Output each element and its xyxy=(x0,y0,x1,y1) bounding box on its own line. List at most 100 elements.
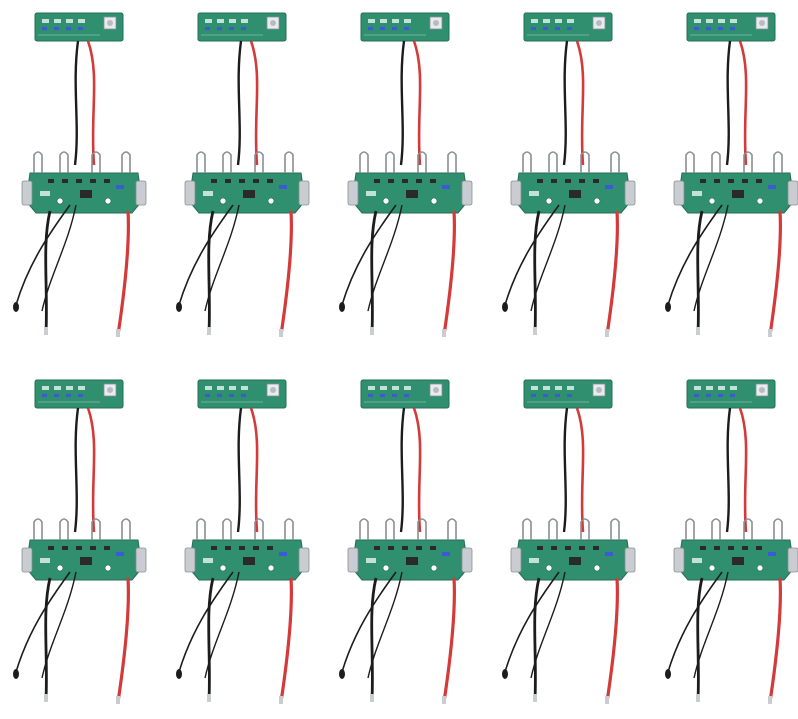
charger-pcb-module xyxy=(502,372,659,707)
black-wire-lower xyxy=(696,210,704,334)
thermistor-wire-b xyxy=(204,204,240,312)
thermistor-wire-a xyxy=(667,571,723,673)
pcb-module-drawing xyxy=(13,379,147,704)
black-wire-lower xyxy=(370,210,378,334)
thermistor-wire-a xyxy=(15,204,71,306)
indicator-board xyxy=(34,12,124,42)
red-wire-lower xyxy=(279,577,293,703)
charger-pcb-module xyxy=(339,5,496,340)
charger-pcb-module xyxy=(176,5,333,340)
pcb-module-drawing xyxy=(665,12,798,337)
black-wire-lower xyxy=(207,577,215,701)
black-wire-upper xyxy=(399,407,406,533)
main-board xyxy=(21,151,147,214)
black-wire-lower xyxy=(207,210,215,334)
thermistor-wire-a xyxy=(15,571,71,673)
red-wire-upper xyxy=(86,407,96,533)
indicator-board xyxy=(523,379,613,409)
thermistor-wire-a xyxy=(667,204,723,306)
indicator-board xyxy=(523,12,613,42)
indicator-board xyxy=(686,12,776,42)
thermistor-wire-a xyxy=(341,571,397,673)
red-wire-lower xyxy=(768,210,782,336)
red-wire-upper xyxy=(249,40,259,166)
pcb-module-drawing xyxy=(176,12,310,337)
thermistor-wire-a xyxy=(178,571,234,673)
red-wire-lower xyxy=(442,210,456,336)
red-wire-upper xyxy=(412,40,422,166)
indicator-board xyxy=(34,379,124,409)
black-wire-upper xyxy=(399,40,406,166)
indicator-board xyxy=(197,379,287,409)
red-wire-lower xyxy=(605,577,619,703)
black-wire-upper xyxy=(73,407,80,533)
thermistor-wire-a xyxy=(341,204,397,306)
red-wire-lower xyxy=(605,210,619,336)
indicator-board xyxy=(197,12,287,42)
pcb-module-drawing xyxy=(502,12,636,337)
thermistor-wire-b xyxy=(530,204,566,312)
black-wire-upper xyxy=(73,40,80,166)
red-wire-upper xyxy=(575,407,585,533)
pcb-module-drawing xyxy=(176,379,310,704)
main-board xyxy=(510,151,636,214)
thermistor-wire-b xyxy=(693,571,729,679)
charger-pcb-module xyxy=(665,5,798,340)
red-wire-lower xyxy=(116,210,130,336)
pcb-module-drawing xyxy=(13,12,147,337)
charger-pcb-module xyxy=(665,372,798,707)
thermistor-wire-b xyxy=(530,571,566,679)
red-wire-upper xyxy=(575,40,585,166)
thermistor-wire-a xyxy=(504,571,560,673)
indicator-board xyxy=(360,379,450,409)
charger-pcb-module xyxy=(13,5,170,340)
red-wire-lower xyxy=(116,577,130,703)
thermistor-wire-b xyxy=(204,571,240,679)
red-wire-upper xyxy=(738,40,748,166)
red-wire-lower xyxy=(279,210,293,336)
thermistor-wire-b xyxy=(367,204,403,312)
red-wire-upper xyxy=(412,407,422,533)
main-board xyxy=(673,151,798,214)
red-wire-lower xyxy=(442,577,456,703)
thermistor-wire-b xyxy=(41,571,77,679)
red-wire-lower xyxy=(768,577,782,703)
black-wire-lower xyxy=(44,210,52,334)
black-wire-upper xyxy=(236,40,243,166)
charger-pcb-module xyxy=(13,372,170,707)
red-wire-upper xyxy=(738,407,748,533)
charger-pcb-module xyxy=(176,372,333,707)
main-board xyxy=(510,518,636,581)
thermistor-wire-b xyxy=(367,571,403,679)
thermistor-wire-a xyxy=(178,204,234,306)
main-board xyxy=(184,518,310,581)
pcb-module-drawing xyxy=(339,12,473,337)
pcb-module-drawing xyxy=(665,379,798,704)
black-wire-lower xyxy=(533,210,541,334)
red-wire-upper xyxy=(86,40,96,166)
main-board xyxy=(673,518,798,581)
pcb-module-drawing xyxy=(502,379,636,704)
main-board xyxy=(347,518,473,581)
black-wire-upper xyxy=(725,407,732,533)
thermistor-wire-a xyxy=(504,204,560,306)
charger-pcb-module xyxy=(339,372,496,707)
red-wire-upper xyxy=(249,407,259,533)
main-board xyxy=(347,151,473,214)
black-wire-upper xyxy=(562,407,569,533)
black-wire-lower xyxy=(696,577,704,701)
black-wire-lower xyxy=(44,577,52,701)
charger-pcb-module xyxy=(502,5,659,340)
indicator-board xyxy=(360,12,450,42)
indicator-board xyxy=(686,379,776,409)
main-board xyxy=(21,518,147,581)
black-wire-upper xyxy=(236,407,243,533)
black-wire-lower xyxy=(533,577,541,701)
black-wire-upper xyxy=(562,40,569,166)
black-wire-lower xyxy=(370,577,378,701)
pcb-module-drawing xyxy=(339,379,473,704)
thermistor-wire-b xyxy=(41,204,77,312)
main-board xyxy=(184,151,310,214)
thermistor-wire-b xyxy=(693,204,729,312)
